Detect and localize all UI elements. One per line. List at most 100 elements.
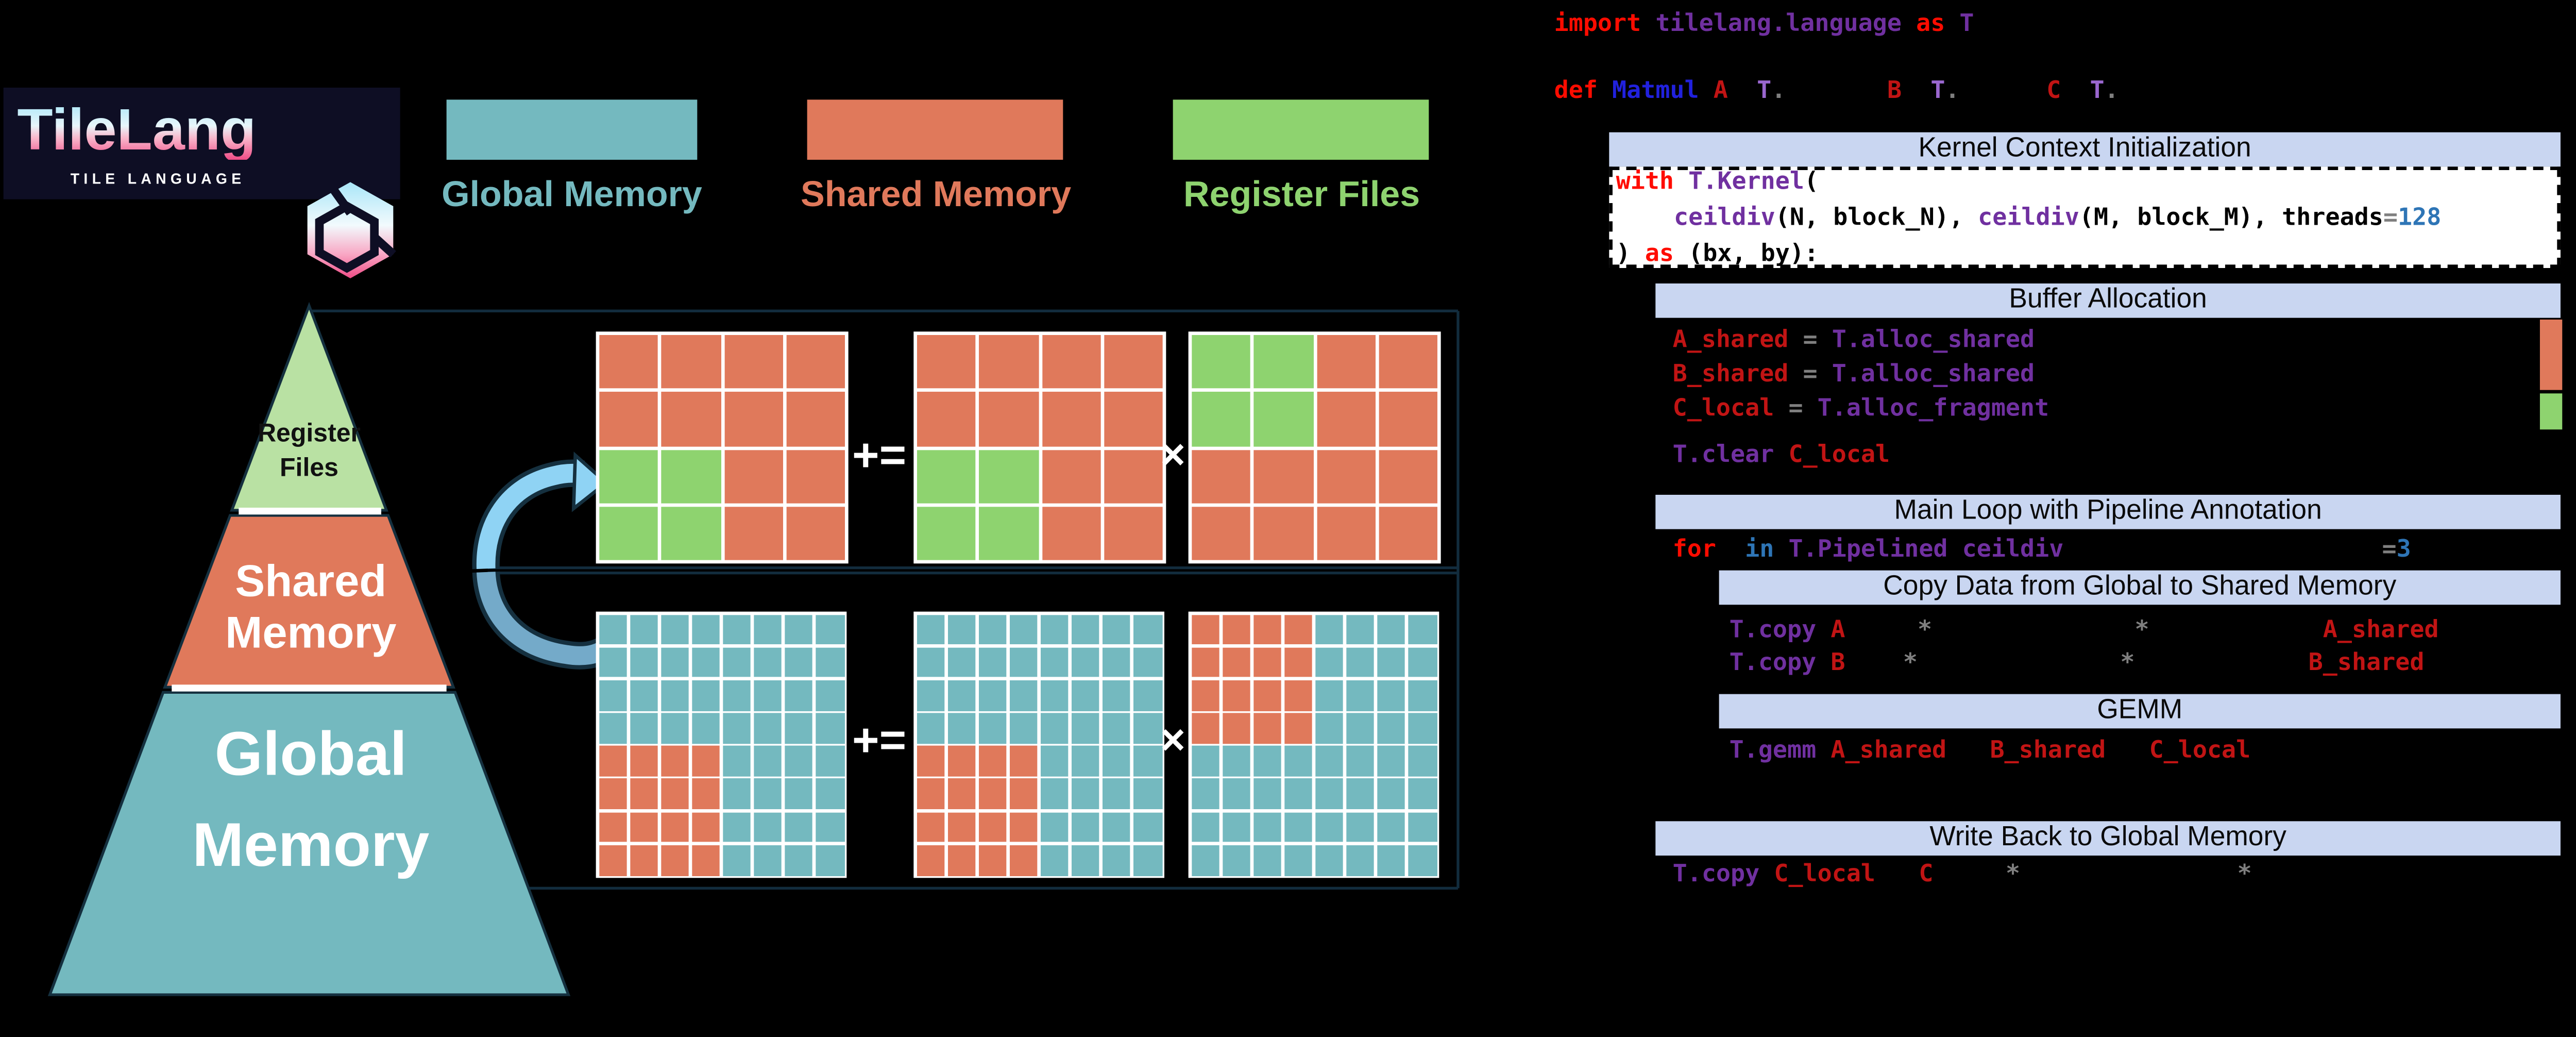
matrix-cell	[660, 614, 689, 645]
matrix-cell	[978, 647, 1007, 678]
matrix-cell	[662, 392, 721, 446]
matrix-cell	[917, 506, 976, 560]
matrix-cell	[1009, 779, 1038, 810]
matrix-cell	[1346, 647, 1375, 678]
matrix-cell	[1315, 845, 1344, 876]
matrix-cell	[599, 334, 658, 389]
code-line-as-bx-by: ) as (bx, by):	[1616, 240, 1819, 268]
matrix-cell	[1222, 845, 1251, 876]
matrix-cell	[629, 713, 658, 744]
matrix-cell	[1377, 845, 1406, 876]
matrix-cell	[1284, 779, 1313, 810]
matrix-cell	[1254, 392, 1313, 446]
matrix-cell	[1377, 779, 1406, 810]
code-line-t-gemm: T.gemm A_shared B_shared C_local	[1729, 737, 2251, 765]
matrix-cell	[816, 647, 844, 678]
arrow-lower-arc	[477, 571, 609, 665]
matrix-cell	[723, 449, 783, 503]
matrix-cell	[660, 779, 689, 810]
pyramid-separator-1	[239, 507, 381, 515]
matrix-cell	[1254, 334, 1313, 389]
matrix-cell	[784, 746, 814, 777]
matrix-ab-product-tile	[1188, 331, 1441, 564]
matrix-cell	[753, 647, 782, 678]
matrix-cell	[1316, 334, 1376, 389]
matrix-cell	[722, 680, 751, 711]
matrix-cell	[1315, 614, 1344, 645]
matrix-cell	[1346, 713, 1375, 744]
matrix-cell	[662, 506, 721, 560]
matrix-cell	[917, 392, 976, 446]
matrix-cell	[786, 392, 845, 446]
matrix-cell	[1253, 746, 1282, 777]
matrix-cell	[1253, 647, 1282, 678]
matrix-cell	[1133, 812, 1162, 843]
hexagon-cube-icon	[307, 182, 396, 278]
banner-main-loop: Main Loop with Pipeline Annotation	[1655, 494, 2561, 529]
matrix-cell	[1102, 812, 1131, 843]
matrix-cell	[1009, 713, 1038, 744]
matrix-cell	[1040, 779, 1069, 810]
matrix-cell	[1102, 614, 1131, 645]
banner-kernel-context-initialization: Kernel Context Initialization	[1609, 132, 2561, 167]
memory-pyramid	[47, 302, 571, 996]
matrix-cell	[1192, 506, 1251, 560]
matrix-cell	[598, 614, 627, 645]
matrix-cell	[629, 812, 658, 843]
matrix-cell	[598, 779, 627, 810]
matrix-cell	[947, 746, 976, 777]
matrix-cell	[816, 812, 844, 843]
matrix-cell	[916, 647, 945, 678]
matrix-cell	[660, 746, 689, 777]
legend-swatch-shared-memory	[807, 99, 1063, 160]
matrix-cell	[629, 845, 658, 876]
matrix-cell	[978, 845, 1007, 876]
matrix-cell	[816, 680, 844, 711]
matrix-cell	[660, 680, 689, 711]
matrix-cell	[753, 746, 782, 777]
matrix-cell	[1253, 713, 1282, 744]
matrix-cell	[1040, 713, 1069, 744]
arrow-upper-arc	[476, 463, 584, 570]
matrix-cell	[691, 845, 720, 876]
logo-subtitle: TILE LANGUAGE	[70, 170, 246, 188]
matrix-cell	[1071, 746, 1100, 777]
matrix-cell	[1284, 713, 1313, 744]
matrix-cell	[629, 746, 658, 777]
code-line-ceildiv-args: ceildiv(N, block_N), ceildiv(M, block_M)…	[1674, 204, 2442, 232]
matrix-cell	[1102, 779, 1131, 810]
matrix-cell	[1133, 746, 1162, 777]
matrix-cell	[916, 845, 945, 876]
matrix-cell	[1191, 746, 1219, 777]
matrix-cell	[1222, 713, 1251, 744]
matrix-cell	[1040, 845, 1069, 876]
matrix-cell	[1191, 680, 1219, 711]
matrix-cell	[916, 746, 945, 777]
legend-swatch-global-memory	[446, 99, 698, 160]
matrix-cell	[1408, 713, 1437, 744]
matrix-cell	[947, 614, 976, 645]
matrix-cell	[1408, 680, 1437, 711]
matrix-cell	[1133, 647, 1162, 678]
matrix-cell	[947, 812, 976, 843]
matrix-cell	[1040, 614, 1069, 645]
matrix-cell	[1040, 746, 1069, 777]
operator-plus-equals-top: +=	[852, 429, 907, 481]
matrix-cell	[1133, 713, 1162, 744]
matrix-cell	[1346, 845, 1375, 876]
matrix-cell	[1315, 812, 1344, 843]
code-line-t-clear: T.clear C_local	[1672, 441, 1890, 469]
matrix-cell	[816, 845, 844, 876]
code-line-copy-b: T.copy B * * B_shared	[1729, 649, 2425, 677]
matrix-cell	[1284, 614, 1313, 645]
matrix-cell	[1071, 779, 1100, 810]
matrix-cell	[916, 713, 945, 744]
matrix-cell	[629, 614, 658, 645]
matrix-cell	[753, 614, 782, 645]
matrix-cell	[660, 845, 689, 876]
matrix-cell	[1041, 449, 1100, 503]
matrix-cell	[1222, 680, 1251, 711]
